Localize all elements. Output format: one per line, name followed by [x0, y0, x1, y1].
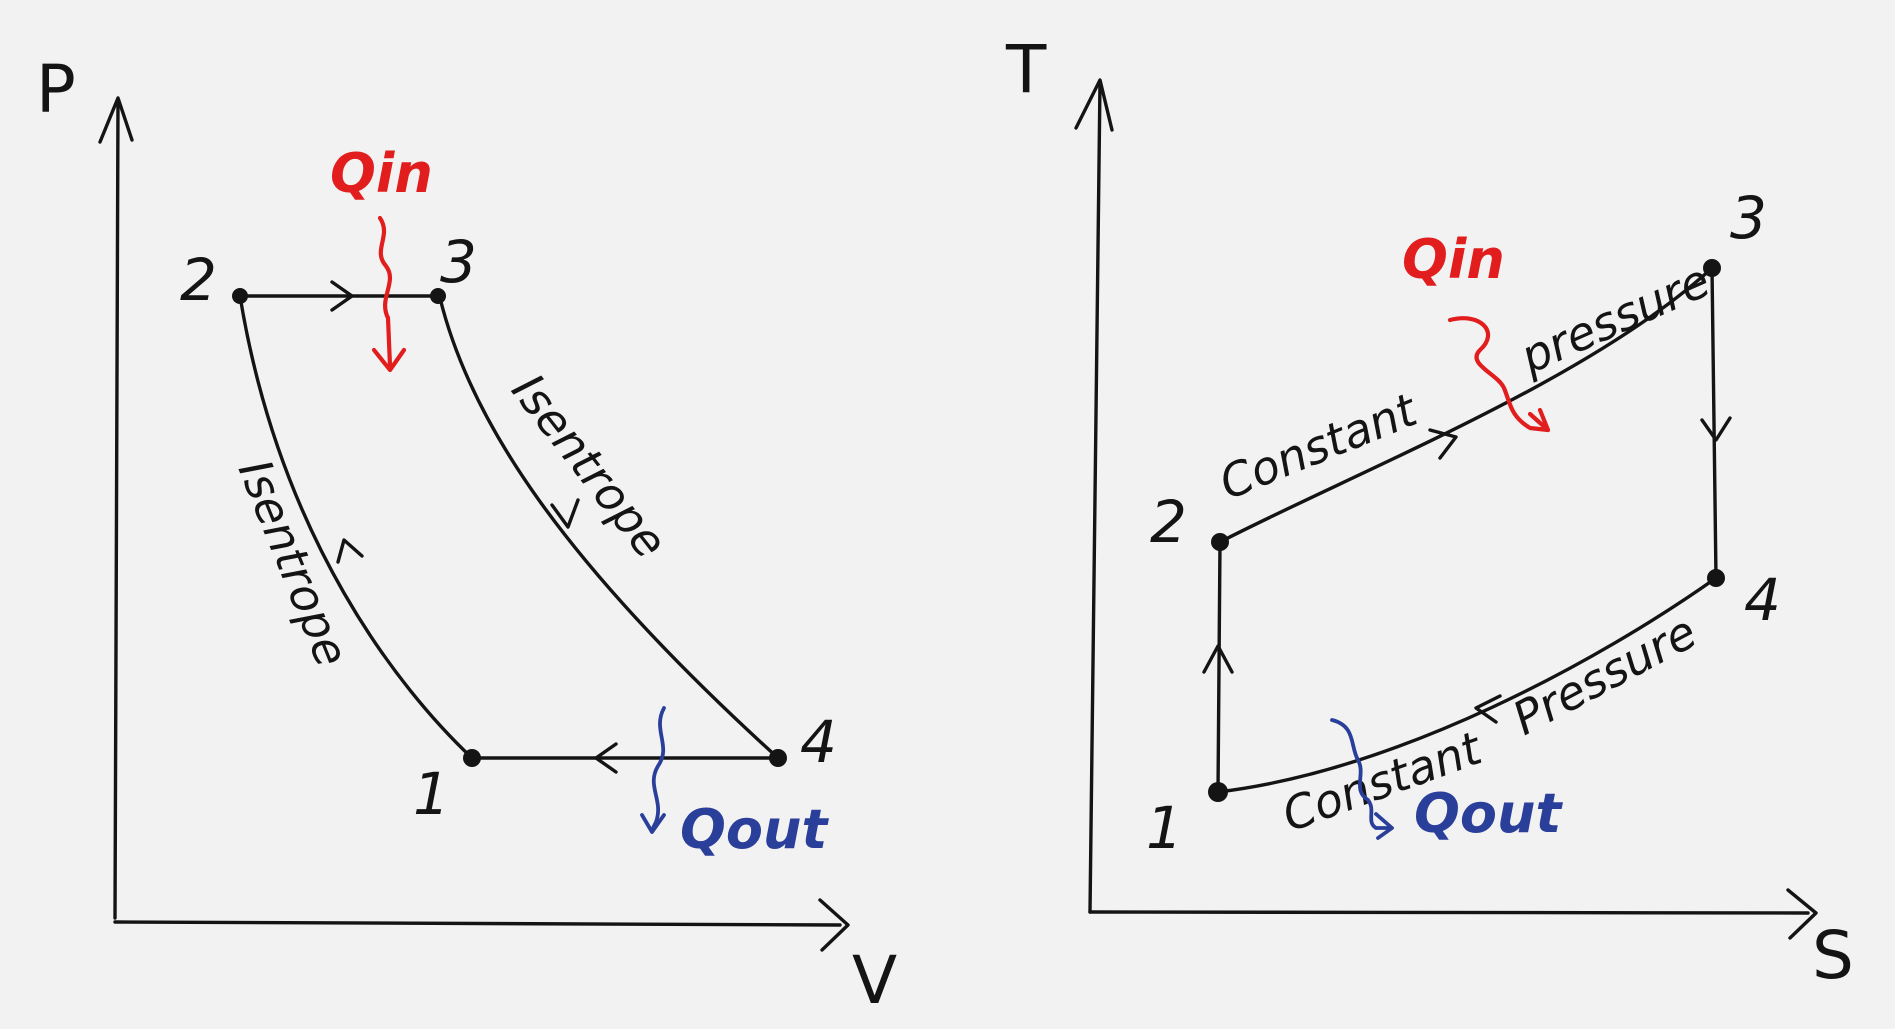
pv-diagram: P V 1 2 3 4 Isentrope Isentrope Qin Qout: [36, 51, 897, 1019]
ts-heat-out-label: Qout: [1414, 782, 1563, 845]
ts-x-axis-label: S: [1812, 917, 1854, 994]
ts-y-axis-label: T: [1005, 31, 1047, 108]
pv-state-1-label: 1: [413, 760, 450, 828]
ts-process-2-3-arrow: [1428, 428, 1458, 460]
pv-y-axis: [113, 100, 120, 920]
ts-x-axis-arrowhead: [1786, 888, 1818, 940]
ts-state-4-dot: [1707, 569, 1725, 587]
pv-state-4-label: 4: [800, 708, 837, 776]
ts-process-4-1-arrow: [1474, 694, 1502, 724]
ts-y-axis: [1088, 80, 1102, 914]
ts-x-axis: [1088, 910, 1810, 915]
pv-heat-out-arrowhead: [640, 813, 666, 834]
ts-process-4-1: [1216, 576, 1718, 794]
ts-state-3-label: 3: [1730, 184, 1767, 252]
pv-process-1-2-arrow: [336, 538, 364, 564]
ts-state-1-label: 1: [1146, 794, 1183, 862]
pv-x-axis: [113, 920, 842, 927]
ts-y-axis-arrowhead: [1074, 78, 1114, 132]
pv-x-axis-label: V: [852, 942, 897, 1019]
ts-bottom-process-label-b: Pressure: [1504, 604, 1705, 745]
ts-state-2-dot: [1211, 533, 1229, 551]
ts-heat-out-arrowhead: [1374, 812, 1394, 840]
pv-heat-out-label: Qout: [680, 798, 829, 861]
ts-process-3-4-arrow: [1700, 416, 1732, 442]
pv-process-2-3-arrow: [330, 280, 354, 312]
pv-state-3-dot: [430, 288, 446, 304]
pv-heat-in-label: Qin: [330, 142, 433, 205]
ts-process-2-3: [1218, 266, 1714, 544]
ts-heat-in-arrowhead: [1527, 407, 1551, 433]
ts-heat-in-label: Qin: [1402, 228, 1505, 291]
ts-process-3-4: [1710, 266, 1718, 580]
ts-top-process-label-a: Constant: [1212, 382, 1426, 510]
ts-state-2-label: 2: [1150, 488, 1187, 556]
ts-state-3-dot: [1703, 259, 1721, 277]
pv-x-axis-arrowhead: [818, 898, 850, 952]
ts-process-1-2-arrow: [1202, 644, 1234, 674]
pv-state-3-label: 3: [440, 228, 477, 296]
ts-diagram: T S 1 2 3 4 Constant pressure Constant P…: [1005, 31, 1854, 994]
pv-y-axis-label: P: [36, 51, 76, 128]
ts-state-1-dot: [1208, 782, 1228, 802]
ts-heat-in-squiggle: [1447, 316, 1551, 433]
ts-heat-out-squiggle: [1330, 718, 1390, 830]
pv-process-1-2: [238, 294, 474, 760]
pv-state-4-dot: [769, 749, 787, 767]
pv-process-3-4-arrow: [550, 498, 580, 529]
pv-state-2-dot: [232, 288, 248, 304]
pv-process-3-4: [438, 296, 780, 760]
pv-process-4-1-arrow: [594, 742, 618, 774]
pv-heat-in-arrowhead: [371, 347, 407, 373]
pv-state-2-label: 2: [180, 246, 217, 314]
pv-state-1-dot: [463, 749, 481, 767]
ts-state-4-label: 4: [1744, 566, 1781, 634]
ts-top-process-label-b: pressure: [1512, 253, 1718, 384]
pv-y-axis-arrowhead: [98, 96, 134, 144]
pv-heat-out-squiggle: [650, 706, 666, 832]
pv-process-3-4-label: Isentrope: [501, 364, 678, 569]
ts-process-1-2: [1216, 540, 1222, 794]
pv-heat-in-squiggle: [377, 215, 393, 369]
